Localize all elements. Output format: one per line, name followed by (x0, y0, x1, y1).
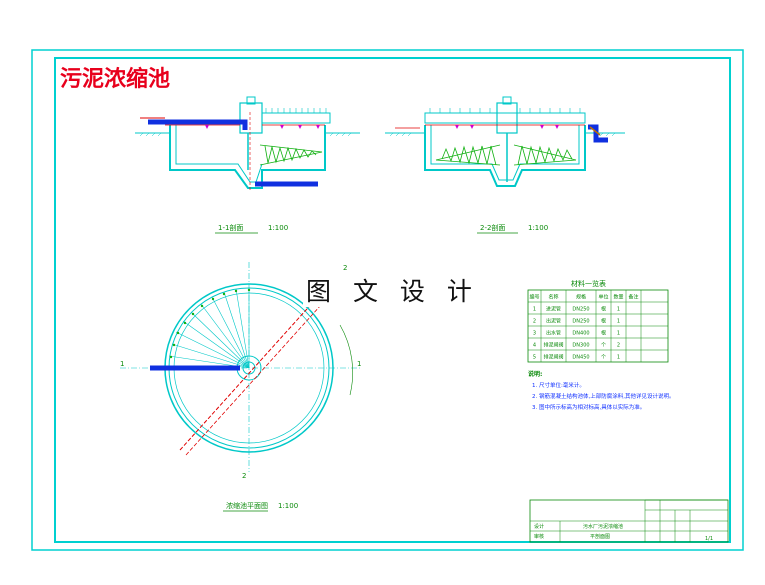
materials-table-cell: 根 (601, 306, 606, 313)
materials-table-cell: 1 (533, 307, 536, 313)
sheet-title: 污泥浓缩池 (60, 66, 170, 92)
watermark-text: 图 文 设 计 (306, 277, 479, 306)
materials-table-cell: 个 (601, 343, 606, 349)
svg-text:1: 1 (357, 360, 361, 368)
materials-header-cell: 编号 (529, 294, 539, 301)
materials-header-cell: 规格 (576, 294, 586, 301)
title-block: 设计 审核 污水厂污泥浓缩池 平剖面图 1/1 (529, 499, 729, 543)
materials-table-cell: 进泥管 (546, 306, 561, 313)
plan-scale: 1:100 (278, 502, 298, 510)
notes: 说明: 1. 尺寸单位:毫米计。 2. 钢筋混凝土结构池体,上部防腐涂料,其他详… (528, 370, 675, 411)
materials-table-cell: 4 (533, 343, 536, 349)
materials-table-cell: DN250 (572, 307, 589, 313)
materials-table-cell: 1 (617, 331, 620, 337)
section-1-1: 1-1剖面 1:100 (135, 96, 360, 234)
svg-text:1: 1 (120, 360, 124, 368)
section-1-label: 1-1剖面 (218, 223, 243, 232)
title-block-drawing: 平剖面图 (590, 533, 610, 540)
svg-text:2: 2 (242, 472, 246, 480)
note-3: 3. 图中所示标高为相对标高,具体以实际为准。 (532, 403, 645, 411)
materials-table-cell: DN300 (572, 343, 589, 349)
materials-table-cell: 出水管 (546, 330, 561, 337)
materials-table-cell: 1 (617, 307, 620, 313)
materials-header-cell: 数量 (613, 294, 623, 301)
materials-header-cell: 名称 (548, 294, 558, 301)
materials-table-cell: 根 (601, 318, 606, 325)
title-block-role-1: 设计 (534, 523, 544, 530)
plan-view: 2 1 1 2 浓缩池平面图 1:100 (120, 262, 361, 512)
section-2-label: 2-2剖面 (480, 223, 505, 232)
plan-label: 浓缩池平面图 (226, 501, 268, 510)
svg-text:2: 2 (343, 264, 347, 272)
materials-table-cell: 排泥闸阀 (543, 354, 563, 361)
materials-table-cell: 5 (533, 355, 536, 361)
materials-header-cell: 单位 (598, 294, 608, 301)
materials-table-cell: 个 (601, 355, 606, 361)
title-block-sheet-no: 1/1 (705, 536, 713, 542)
materials-table-cell: 1 (617, 319, 620, 325)
materials-table-cell: 排泥闸阀 (543, 342, 563, 349)
title-block-project: 污水厂污泥浓缩池 (583, 523, 623, 530)
outer-frame (31, 49, 744, 551)
notes-heading: 说明: (528, 370, 542, 378)
materials-table-cell: 根 (601, 330, 606, 337)
title-block-role-2: 审核 (534, 533, 544, 540)
materials-table-title: 材料一览表 (571, 279, 606, 288)
materials-table-cell: 2 (533, 319, 536, 325)
materials-table-cell: DN450 (572, 355, 589, 361)
materials-table-cell: DN250 (572, 319, 589, 325)
section-2-scale: 1:100 (528, 224, 548, 232)
materials-header-cell: 备注 (628, 294, 638, 301)
materials-table-cell: DN400 (572, 331, 589, 337)
section-2-2: 2-2剖面 1:100 (385, 96, 625, 234)
materials-table-cell: 3 (533, 331, 536, 337)
materials-table-cell: 出泥管 (546, 318, 561, 325)
note-2: 2. 钢筋混凝土结构池体,上部防腐涂料,其他详见设计说明。 (532, 392, 675, 400)
materials-table-cell: 2 (617, 343, 620, 349)
materials-table: 材料一览表 编号 名称 规格 单位数量备注 1 进泥管 DN250 根 1 2 出泥管 DN250 根 1… (527, 279, 669, 363)
section-1-scale: 1:100 (268, 224, 288, 232)
inner-frame (54, 57, 731, 543)
note-1: 1. 尺寸单位:毫米计。 (532, 381, 585, 389)
materials-table-cell: 1 (617, 355, 620, 361)
